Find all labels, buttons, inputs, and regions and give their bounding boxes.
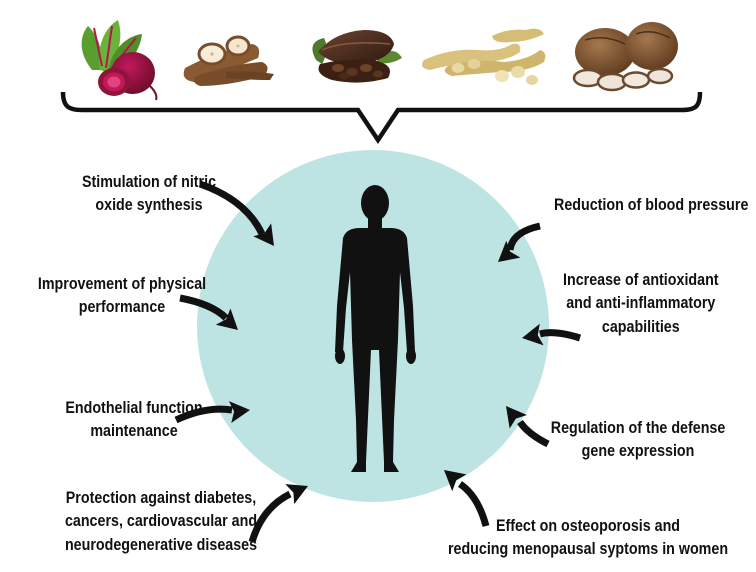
- label-line: performance: [25, 295, 220, 318]
- label-line: neurodegenerative diseases: [44, 533, 278, 556]
- cocoa-icon: [312, 30, 402, 83]
- label-line: Regulation of the defense: [528, 416, 748, 439]
- label-line: cancers, cardiovascular and: [44, 509, 278, 532]
- label-osteoporosis: Effect on osteoporosis and reducing meno…: [420, 514, 756, 561]
- brace-line: [63, 92, 700, 140]
- label-blood-pressure: Reduction of blood pressure: [554, 193, 748, 216]
- label-line: Reduction of blood pressure: [554, 193, 748, 216]
- cassava-icon: [184, 37, 274, 86]
- label-defense-gene: Regulation of the defense gene expressio…: [528, 416, 748, 463]
- label-nitric-oxide: Stimulation of nitric oxide synthesis: [56, 170, 242, 217]
- label-line: oxide synthesis: [56, 193, 242, 216]
- label-line: capabilities: [540, 315, 742, 338]
- label-line: and anti-inflammatory: [540, 291, 742, 314]
- label-line: Endothelial function: [43, 396, 224, 419]
- label-line: gene expression: [528, 439, 748, 462]
- soybean-icon: [422, 29, 545, 85]
- label-antioxidant: Increase of antioxidant and anti-inflamm…: [540, 268, 742, 338]
- label-endothelial-function: Endothelial function maintenance: [43, 396, 224, 443]
- label-line: Stimulation of nitric: [56, 170, 242, 193]
- label-line: Protection against diabetes,: [44, 486, 278, 509]
- label-physical-performance: Improvement of physical performance: [25, 272, 220, 319]
- label-line: Effect on osteoporosis and: [420, 514, 756, 537]
- label-line: reducing menopausal syptoms in women: [420, 537, 756, 560]
- label-protection-diseases: Protection against diabetes, cancers, ca…: [44, 486, 278, 556]
- taro-icon: [574, 22, 678, 90]
- label-line: maintenance: [43, 419, 224, 442]
- label-line: Improvement of physical: [25, 272, 220, 295]
- beetroot-icon: [82, 20, 157, 100]
- label-line: Increase of antioxidant: [540, 268, 742, 291]
